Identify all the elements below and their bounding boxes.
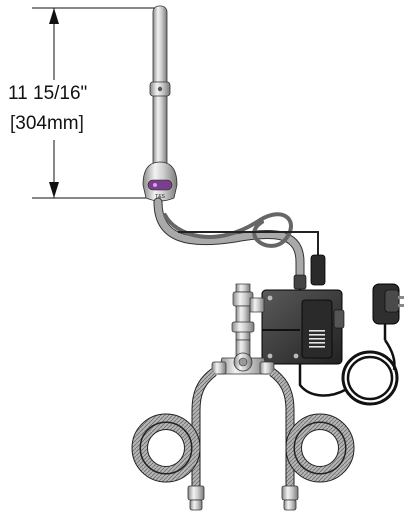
dimension-annotation <box>32 7 155 199</box>
dimension-imperial-label: 11 15/16" <box>8 83 88 104</box>
sensor-cable-connector <box>310 254 326 286</box>
sensor-window <box>147 179 173 191</box>
bracket-right: ] <box>78 113 84 134</box>
battery-cover <box>301 299 333 359</box>
dimension-arrow-bottom <box>49 182 59 198</box>
sensor-head: T&S <box>142 161 178 202</box>
bracket-left: [ <box>10 113 16 134</box>
dimension-arrow-top <box>49 8 59 24</box>
left-hose-fitting <box>187 485 205 501</box>
right-hose-coil <box>285 413 355 483</box>
dimension-metric-label: [304mm] <box>10 114 84 133</box>
power-adapter <box>298 283 404 406</box>
sensor-logo: T&S <box>155 194 165 200</box>
control-box <box>261 289 345 365</box>
right-hose-fitting <box>281 485 299 501</box>
dimension-metric-value: 304mm <box>15 113 79 134</box>
valve-assembly <box>211 283 300 375</box>
left-hose-coil <box>131 413 201 483</box>
supply-hoses <box>131 368 355 511</box>
sensor-hose <box>153 197 326 290</box>
faucet-spout <box>149 5 171 179</box>
